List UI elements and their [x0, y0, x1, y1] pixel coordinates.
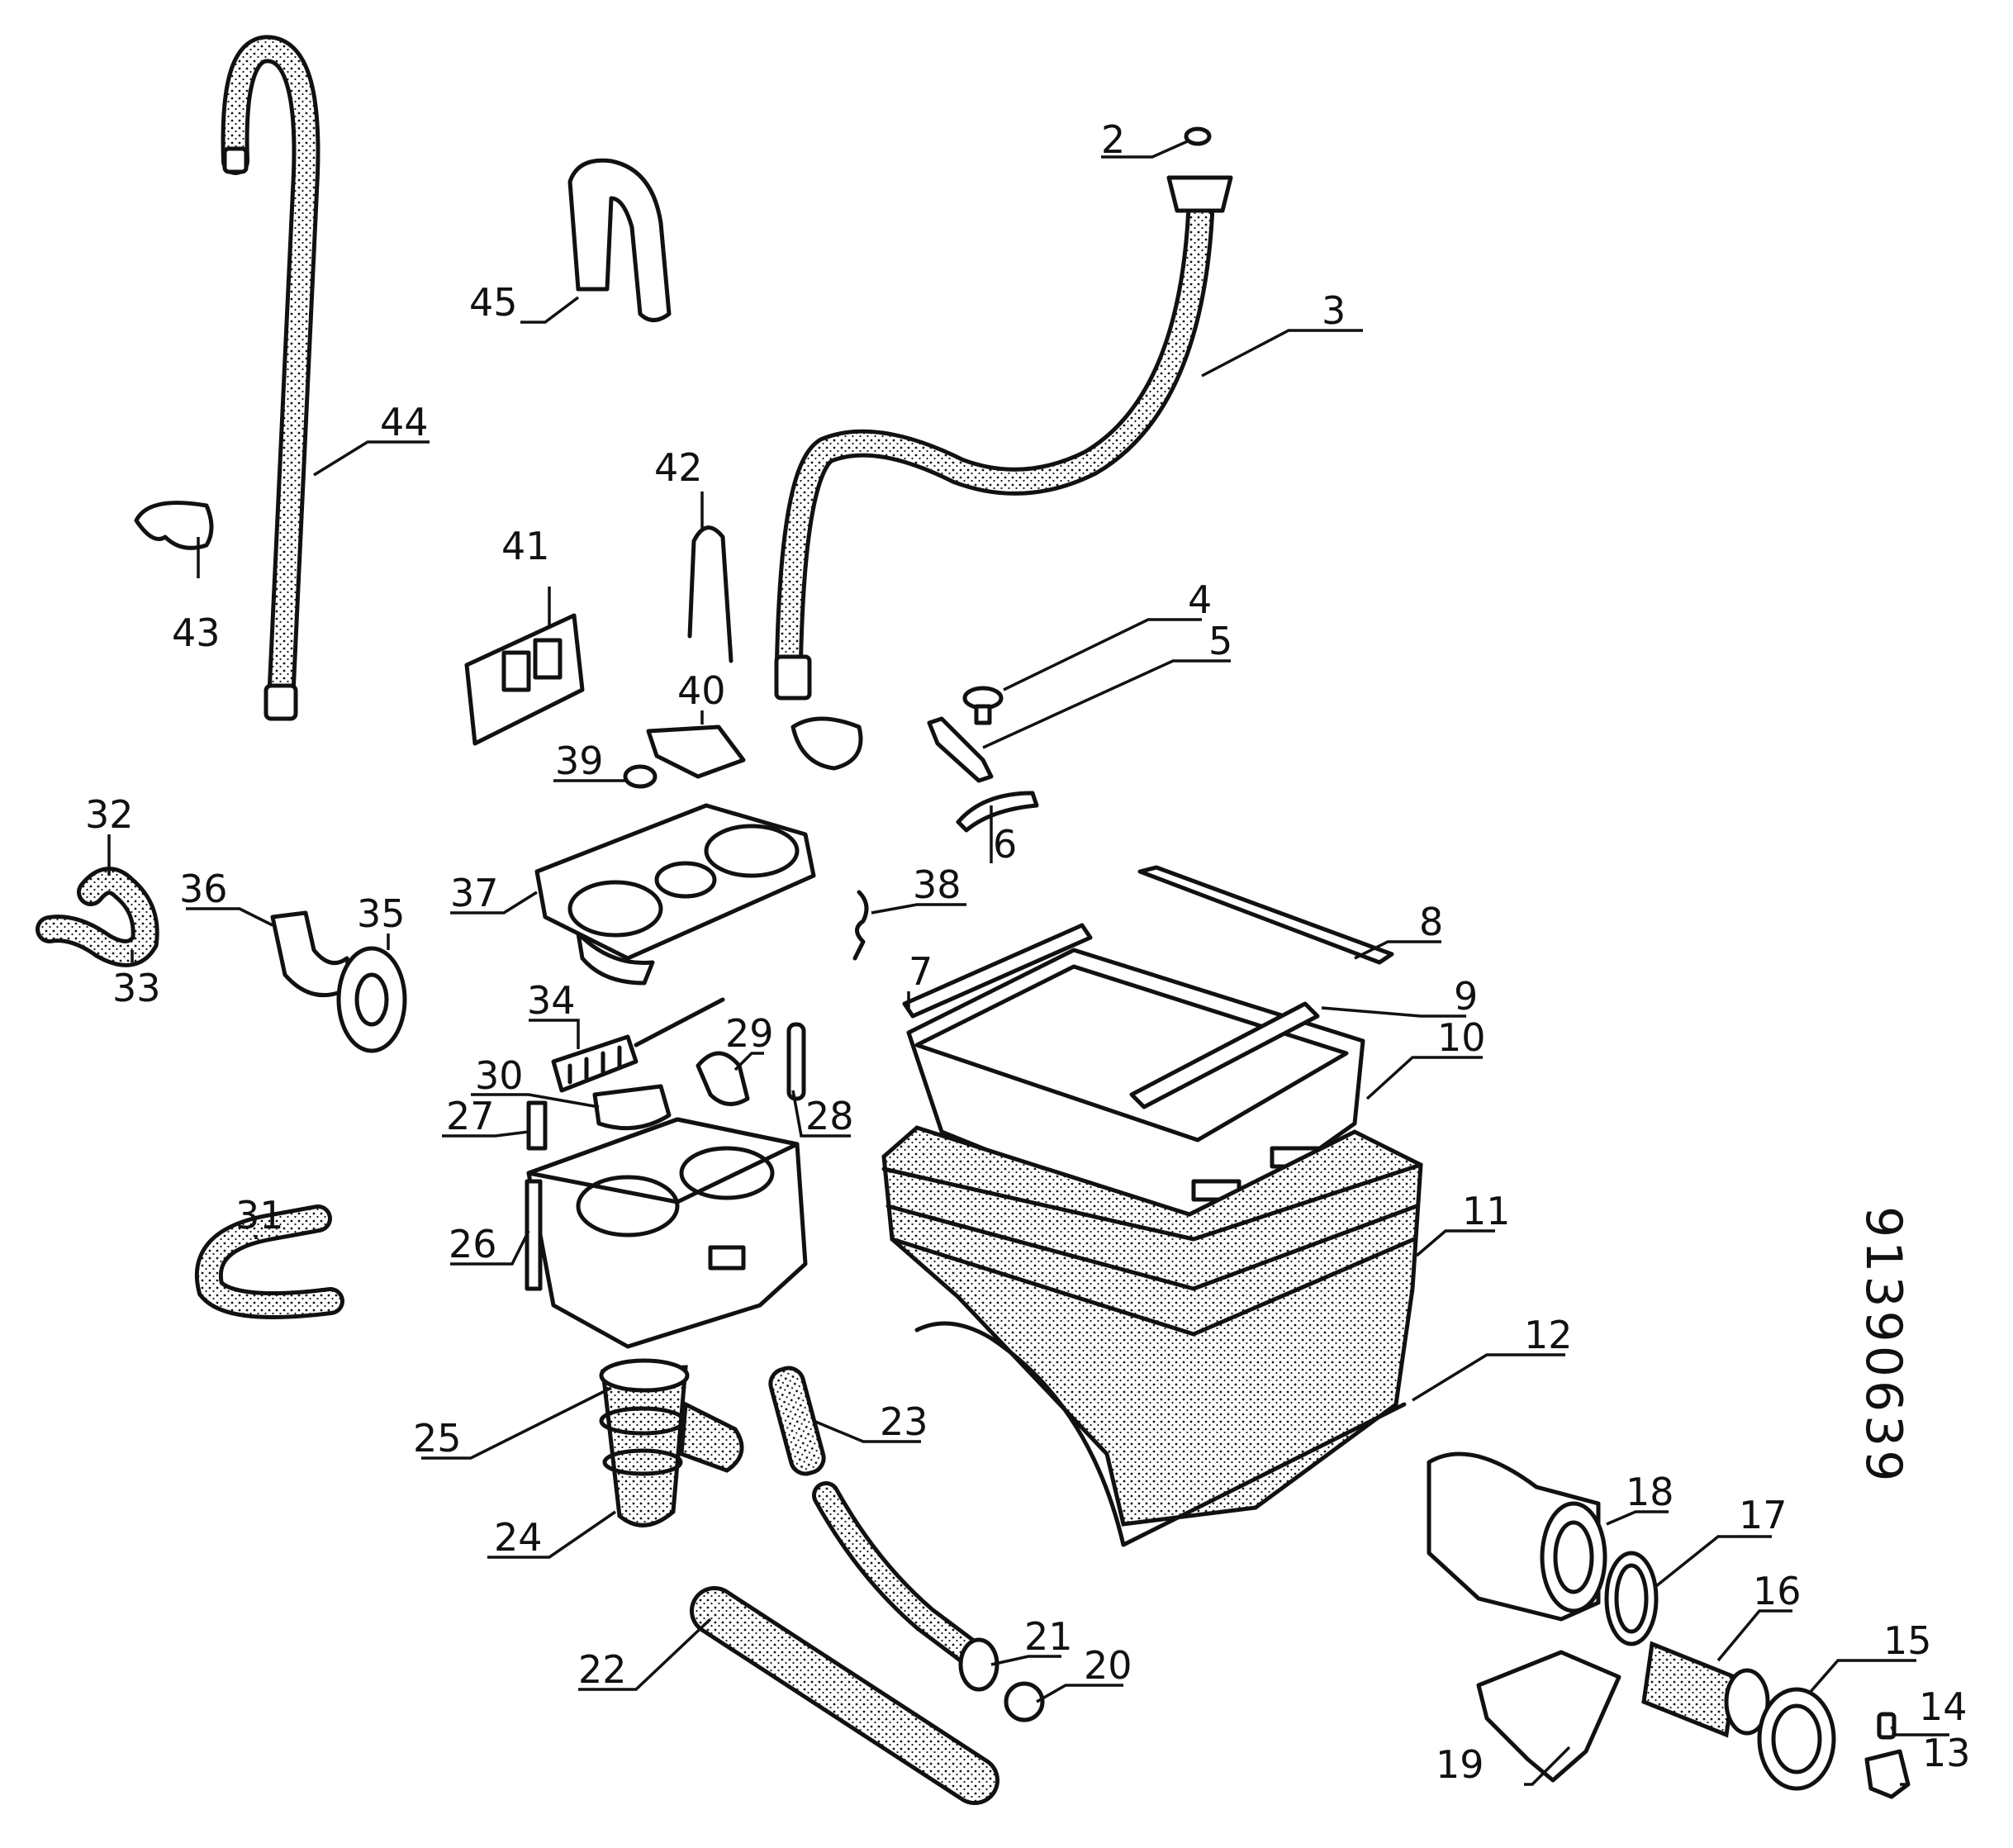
- bracket-19: [1476, 1650, 1621, 1783]
- panel-41: [464, 613, 585, 746]
- label-2: 2: [1101, 117, 1125, 162]
- label-37: 37: [450, 871, 499, 915]
- clamp-6: [956, 791, 1039, 833]
- inlet-hose-3: [774, 175, 1233, 771]
- label-8: 8: [1419, 900, 1443, 944]
- label-11: 11: [1462, 1189, 1511, 1233]
- dispenser-box-26: [525, 1117, 808, 1349]
- label-27: 27: [446, 1094, 495, 1138]
- label-19: 19: [1436, 1742, 1484, 1787]
- label-18: 18: [1626, 1470, 1674, 1514]
- label-3: 3: [1322, 288, 1346, 333]
- label-28: 28: [805, 1094, 854, 1138]
- label-29: 29: [725, 1011, 774, 1056]
- label-22: 22: [578, 1647, 627, 1692]
- label-35: 35: [357, 891, 406, 936]
- label-33: 33: [112, 966, 161, 1010]
- label-14: 14: [1919, 1684, 1968, 1729]
- u-bracket-42: [687, 525, 734, 663]
- label-31: 31: [235, 1193, 284, 1238]
- label-38: 38: [913, 862, 961, 907]
- dispenser-cover-37: [534, 803, 816, 986]
- label-40: 40: [677, 668, 726, 713]
- leader-lines: [107, 139, 1949, 1786]
- part-labels: 2 3 4 5 6 7 8 9 10 11 12 13 14 15 16 17 …: [85, 117, 1971, 1787]
- label-6: 6: [993, 822, 1017, 867]
- label-41: 41: [501, 524, 550, 568]
- drain-hose-44: [221, 35, 320, 721]
- pin-23: [768, 1366, 826, 1476]
- spring-38: [852, 890, 869, 961]
- label-30: 30: [475, 1053, 524, 1098]
- ring-17: [1604, 1551, 1659, 1646]
- label-24: 24: [494, 1515, 543, 1560]
- label-20: 20: [1084, 1643, 1132, 1688]
- label-36: 36: [179, 867, 228, 911]
- label-42: 42: [654, 445, 703, 490]
- pin-28: [786, 1022, 806, 1101]
- valve-40: [646, 724, 746, 779]
- part-39: [623, 764, 658, 789]
- bellows-24: [599, 1358, 744, 1527]
- label-16: 16: [1753, 1569, 1802, 1613]
- label-45: 45: [469, 280, 518, 325]
- hose-hook-45: [567, 158, 672, 322]
- screw-13: [1864, 1749, 1911, 1799]
- pump-housing-18: [1427, 1451, 1607, 1622]
- label-12: 12: [1524, 1313, 1573, 1357]
- label-39: 39: [555, 739, 604, 783]
- diagram-reference-number: 91390639: [1854, 1206, 1912, 1485]
- label-4: 4: [1188, 577, 1212, 622]
- label-21: 21: [1024, 1614, 1073, 1659]
- strap-8: [1137, 865, 1394, 965]
- label-34: 34: [527, 978, 576, 1023]
- ring-35: [336, 946, 407, 1053]
- clip-43: [134, 501, 214, 550]
- clip-29: [696, 1051, 750, 1106]
- label-13: 13: [1922, 1731, 1971, 1775]
- hose-31: [194, 1204, 344, 1319]
- label-26: 26: [449, 1222, 497, 1266]
- label-25: 25: [413, 1416, 462, 1461]
- spring-14: [1877, 1712, 1897, 1740]
- label-15: 15: [1883, 1618, 1932, 1663]
- label-7: 7: [909, 949, 933, 994]
- label-10: 10: [1437, 1015, 1486, 1060]
- hose-32-33: [36, 867, 159, 967]
- washer-2: [1184, 126, 1212, 146]
- outer-tub-11: [881, 1125, 1423, 1527]
- cap-30: [592, 1084, 672, 1131]
- tube-22: [690, 1586, 999, 1805]
- label-5: 5: [1208, 619, 1232, 663]
- label-9: 9: [1454, 974, 1478, 1019]
- part-drawings: [36, 35, 1911, 1805]
- label-17: 17: [1739, 1493, 1787, 1537]
- strap-9: [1129, 1001, 1320, 1109]
- label-32: 32: [85, 792, 134, 837]
- seal-12: [914, 1321, 1407, 1547]
- label-23: 23: [880, 1399, 928, 1444]
- clip-27: [526, 1100, 548, 1151]
- label-44: 44: [380, 400, 429, 444]
- clamp-20: [1004, 1681, 1045, 1722]
- label-43: 43: [172, 610, 221, 655]
- screw-4: [962, 686, 1004, 725]
- drain-pipe-21: [812, 1481, 999, 1692]
- cap-15: [1757, 1687, 1836, 1791]
- bracket-5: [927, 716, 994, 783]
- filter-16: [1641, 1641, 1770, 1738]
- comb-34: [551, 997, 725, 1093]
